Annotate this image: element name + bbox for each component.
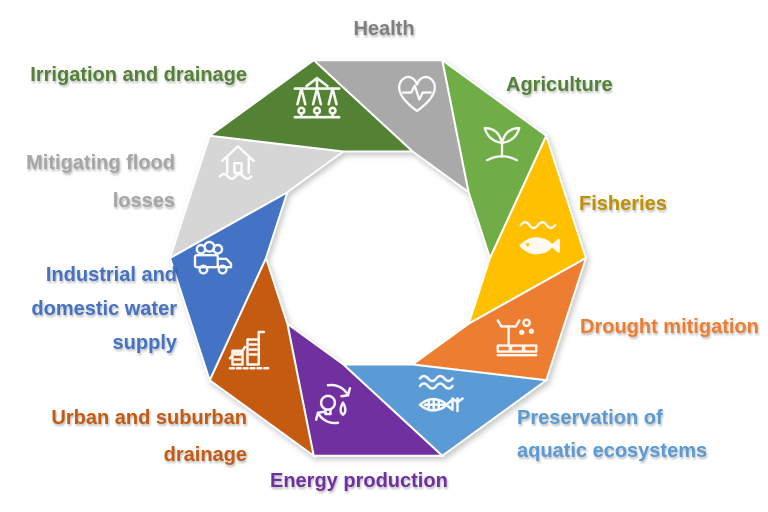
flooded-house-icon: [218, 145, 255, 180]
label-agriculture: Agriculture: [506, 74, 613, 96]
bulb-recycle-icon: [314, 383, 352, 425]
city-drainage-icon: [228, 330, 272, 370]
label-urban-drainage: Urban and suburban drainage: [51, 407, 247, 466]
sprinkler-drops-icon: [496, 318, 538, 357]
label-drought-mitigation: Drought mitigation: [580, 316, 759, 338]
water-truck-icon: [193, 240, 233, 275]
pivot-irrigation-icon: [293, 76, 341, 119]
label-energy-production: Energy production: [270, 470, 448, 492]
label-aquatic-ecosystems: Preservation of aquatic ecosystems: [517, 407, 708, 462]
label-health: Health: [353, 18, 415, 40]
segment-irrigation: [207, 58, 416, 153]
label-fisheries: Fisheries: [579, 193, 667, 215]
heart-pulse-icon: [398, 75, 436, 113]
label-industrial-water-supply: Industrial and domestic water supply: [31, 264, 177, 354]
label-irrigation-drainage: Irrigation and drainage: [30, 64, 247, 86]
fish-skeleton-waves-icon: [418, 374, 464, 413]
label-flood-losses: Mitigating flood losses: [26, 152, 175, 212]
seedling-icon: [483, 126, 521, 162]
fish-waves-icon: [519, 221, 560, 255]
